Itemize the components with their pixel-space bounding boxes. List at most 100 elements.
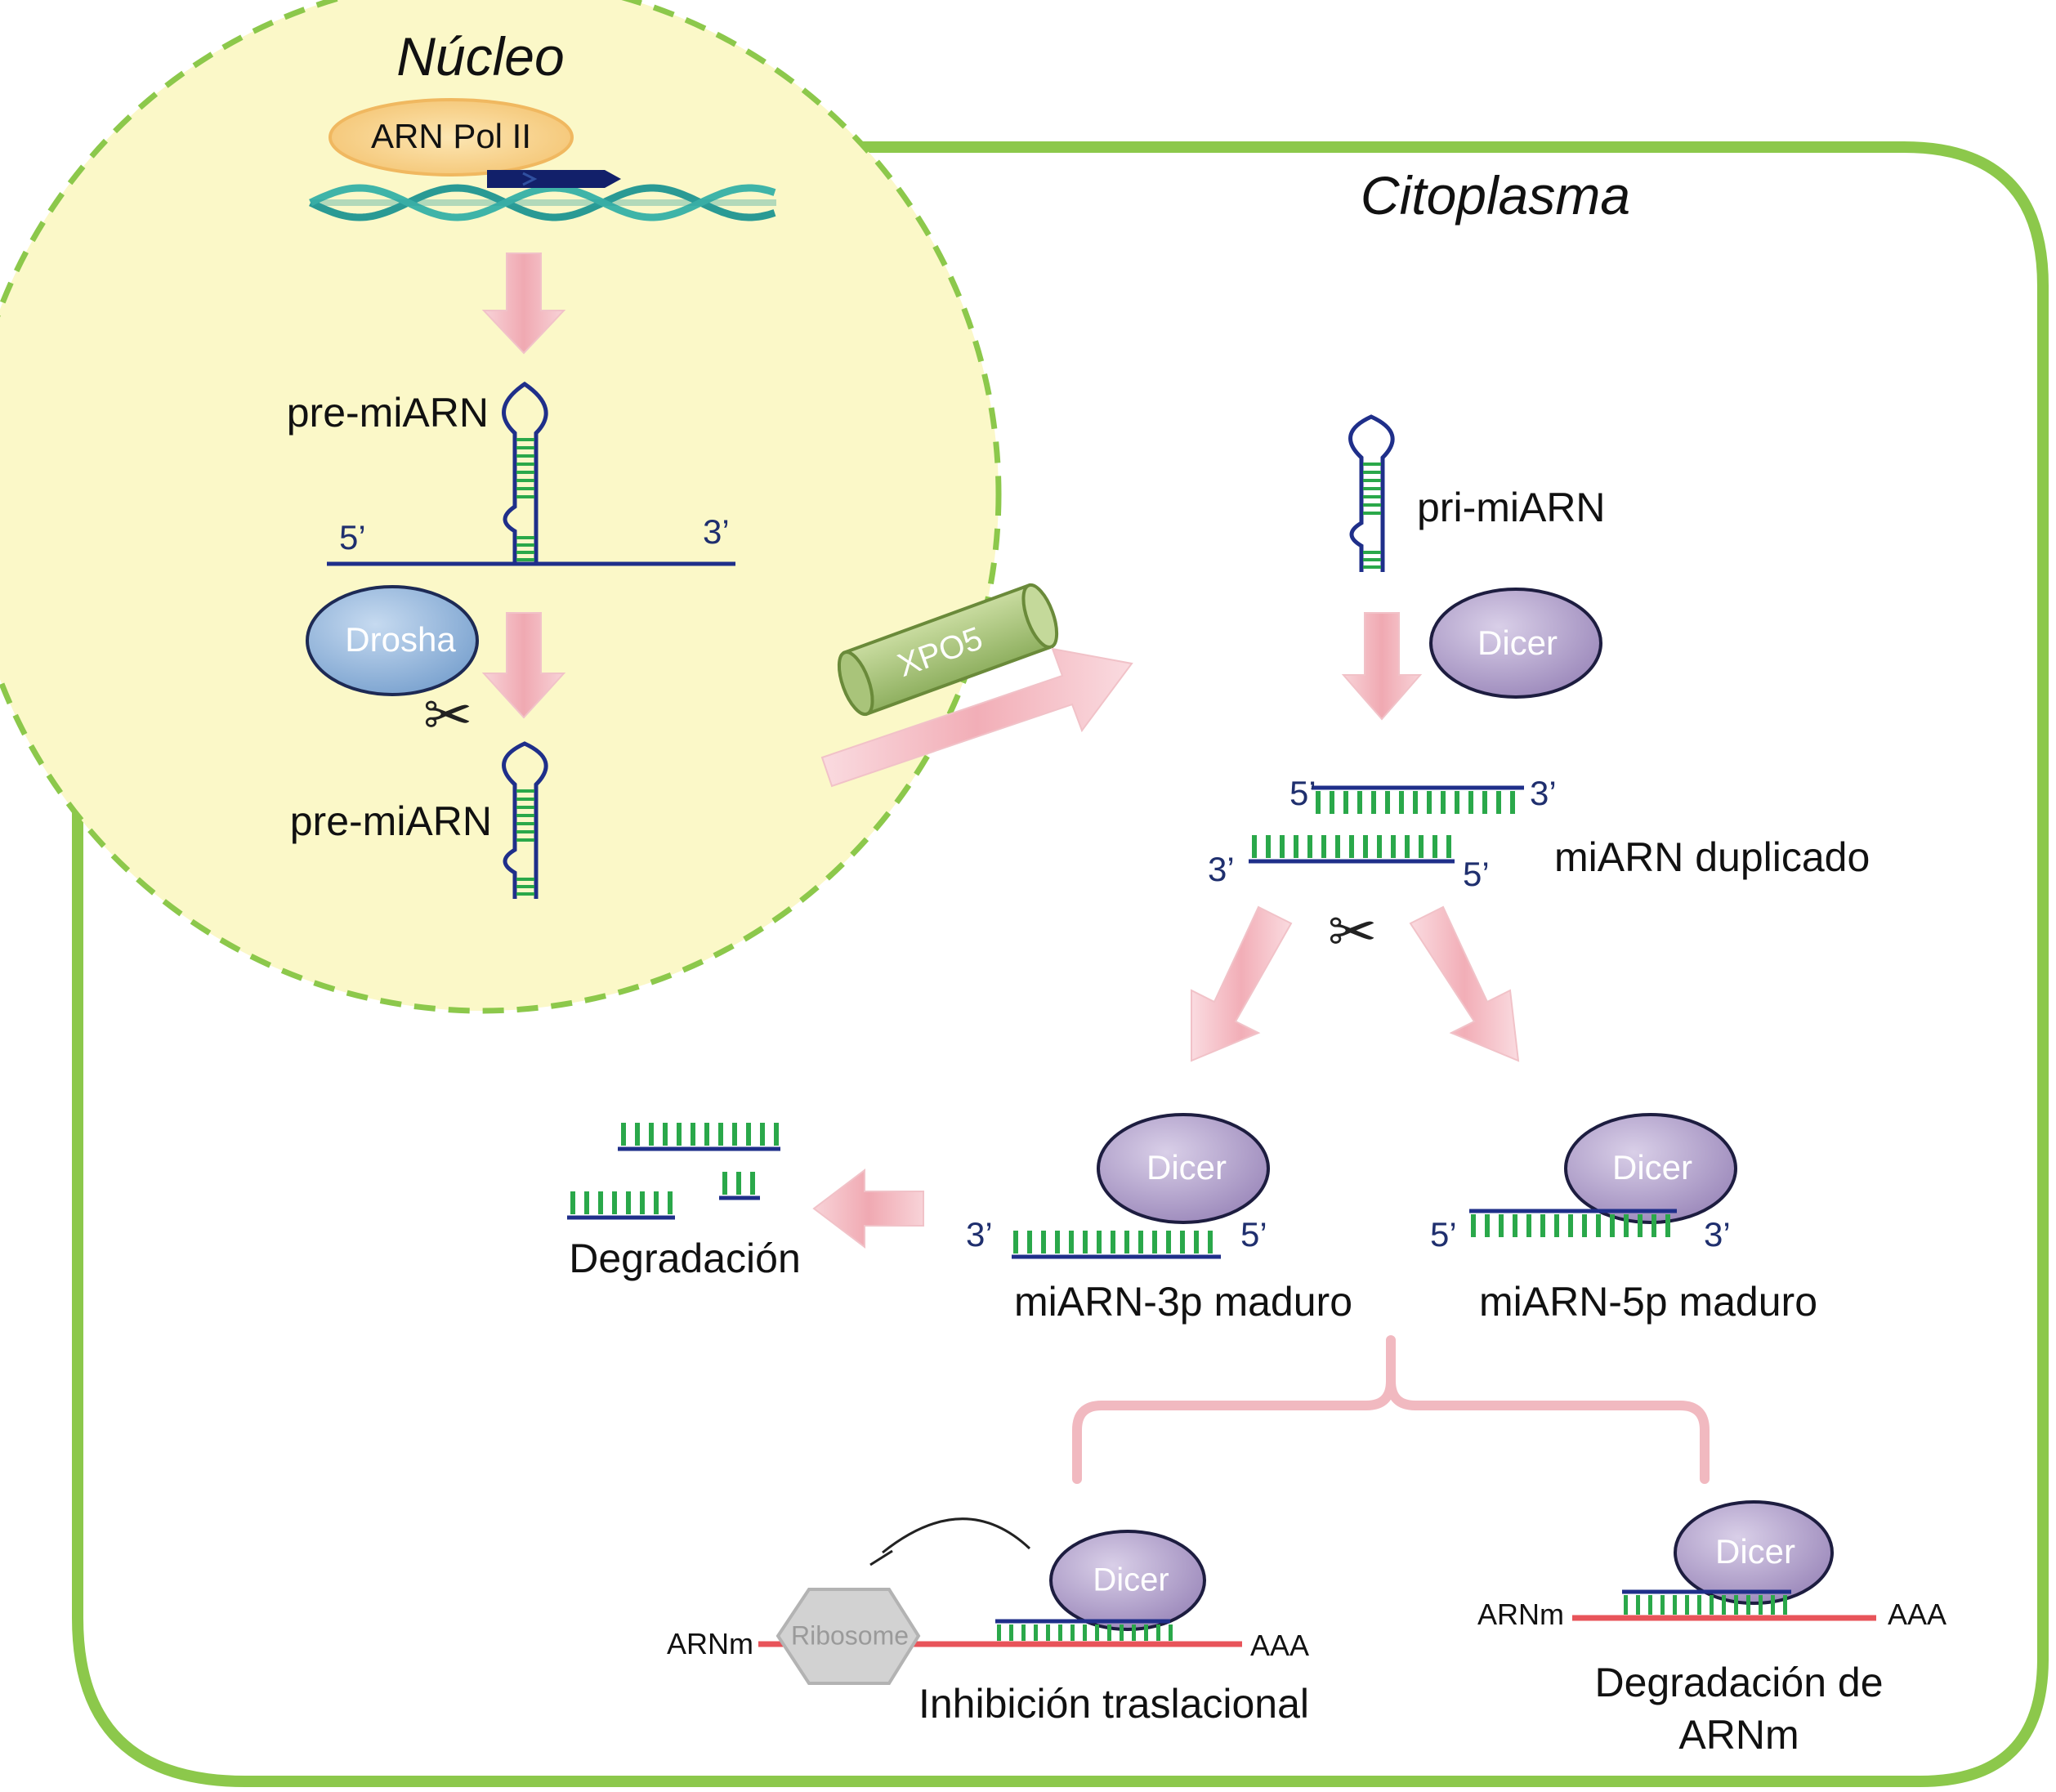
rna-polymerase-label: ARN Pol II (371, 117, 531, 155)
base-pair-tick (1554, 1214, 1559, 1237)
base-pair-tick (1021, 1624, 1026, 1641)
base-pair-tick (1399, 791, 1404, 814)
base-pair-tick (1266, 835, 1271, 858)
base-pair-tick (621, 1123, 626, 1146)
base-pair-tick (1095, 1624, 1099, 1641)
base-pair-tick (663, 1123, 668, 1146)
pre-mirna-label-2: pre-miARN (290, 798, 492, 844)
base-pair-tick (654, 1191, 659, 1214)
base-pair-tick (1343, 791, 1348, 814)
dicer-enzyme-5: Dicer (1674, 1500, 1834, 1605)
base-pair-tick (1132, 1624, 1136, 1641)
inhibition-bar (869, 1549, 893, 1566)
base-pair-tick (1746, 1595, 1750, 1615)
base-pair-tick (1069, 1231, 1074, 1254)
base-pair-tick (722, 1172, 727, 1195)
dicer-label-1: Dicer (1477, 623, 1558, 662)
base-pair-tick (736, 1172, 741, 1195)
base-pair-tick (1636, 1595, 1640, 1615)
mrna-degradation-label-line1: Degradación de (1594, 1660, 1883, 1705)
outcome-brace (1072, 1335, 1710, 1484)
arrow-transcription (481, 252, 566, 355)
dicer-enzyme-2: Dicer (1097, 1113, 1270, 1224)
base-pair-tick (1363, 495, 1381, 498)
mature-3p-five-prime: 5’ (1240, 1215, 1267, 1254)
mature-5p-three-prime: 3’ (1704, 1215, 1731, 1254)
base-pair-tick (1455, 791, 1459, 814)
base-pair-tick (1771, 1595, 1775, 1615)
base-pair-tick (1697, 1595, 1701, 1615)
base-pair-tick (516, 438, 534, 441)
base-pair-tick (704, 1123, 709, 1146)
base-pair-tick (1371, 791, 1376, 814)
base-pair-tick (1468, 791, 1473, 814)
base-pair-tick (516, 446, 534, 449)
base-pair-tick (1363, 479, 1381, 482)
base-pair-tick (668, 1191, 673, 1214)
base-pair-tick (1419, 835, 1424, 858)
dicer-enzyme-1: Dicer (1429, 588, 1602, 699)
mrna-right-label-1: AAA (1250, 1629, 1309, 1662)
base-pair-tick (1120, 1624, 1124, 1641)
base-pair-tick (1568, 1214, 1573, 1237)
base-pair-tick (1759, 1595, 1763, 1615)
base-pair-tick (1734, 1595, 1738, 1615)
base-pair-tick (1377, 835, 1382, 858)
base-pair-tick (1166, 1231, 1171, 1254)
base-pair-tick (1638, 1214, 1643, 1237)
base-pair-tick (1070, 1624, 1075, 1641)
mirna-5p-label: miARN-5p maduro (1479, 1279, 1817, 1325)
mrna-left-label-1: ARNm (667, 1627, 753, 1660)
base-pair-tick (1152, 1231, 1157, 1254)
scissors-icon: ✂ (423, 681, 472, 749)
mirna-3p-strand (1012, 1231, 1221, 1259)
base-pair-tick (516, 838, 534, 842)
xpo5-exportin: XPO5 (837, 583, 1059, 717)
hairpin-transcript-1 (327, 381, 735, 566)
base-pair-tick (691, 1123, 695, 1146)
base-pair-tick (584, 1191, 589, 1214)
base-pair-tick (1685, 1595, 1689, 1615)
base-pair-tick (516, 551, 534, 554)
base-pair-tick (516, 789, 534, 793)
base-pair-tick (516, 487, 534, 490)
base-pair-tick (1156, 1624, 1160, 1641)
base-pair-tick (1055, 1231, 1060, 1254)
dicer-label-3: Dicer (1612, 1148, 1692, 1186)
base-pair-tick (570, 1191, 575, 1214)
base-pair-tick (1660, 1595, 1665, 1615)
base-pair-tick (1510, 791, 1515, 814)
base-pair-tick (1357, 791, 1362, 814)
cell-membrane (72, 141, 2049, 1787)
base-pair-tick (1363, 512, 1381, 515)
base-pair-tick (1485, 1214, 1490, 1237)
degradation-label: Degradación (569, 1236, 801, 1281)
base-pair-tick (1482, 791, 1487, 814)
arrow-to-5p-strand (1409, 905, 1520, 1062)
dicer-label-2: Dicer (1146, 1148, 1227, 1186)
base-pair-tick (746, 1123, 751, 1146)
base-pair-tick (1046, 1624, 1050, 1641)
gene-arrow-icon (487, 170, 621, 188)
base-pair-tick (516, 558, 534, 561)
dna-helix-icon (309, 170, 776, 221)
base-pair-tick (1596, 1214, 1601, 1237)
base-pair-tick (516, 885, 534, 888)
mrna-degradation-label-line2: ARNm (1678, 1712, 1799, 1758)
five-prime-end-1: 5’ (339, 518, 366, 556)
cytoplasm-title: Citoplasma (1361, 165, 1630, 226)
base-pair-tick (635, 1123, 640, 1146)
dicer-label-5: Dicer (1715, 1532, 1795, 1571)
base-pair-tick (1335, 835, 1340, 858)
base-pair-tick (598, 1191, 603, 1214)
base-pair-tick (1673, 1595, 1677, 1615)
base-pair-tick (1610, 1214, 1615, 1237)
mirna-duplex (1249, 785, 1524, 864)
base-pair-tick (1041, 1231, 1046, 1254)
drosha-label: Drosha (345, 620, 456, 659)
base-pair-tick (516, 471, 534, 474)
base-pair-tick (1722, 1595, 1726, 1615)
base-pair-tick (1441, 791, 1446, 814)
base-pair-tick (1169, 1624, 1173, 1641)
nucleus-title: Núcleo (396, 26, 564, 87)
